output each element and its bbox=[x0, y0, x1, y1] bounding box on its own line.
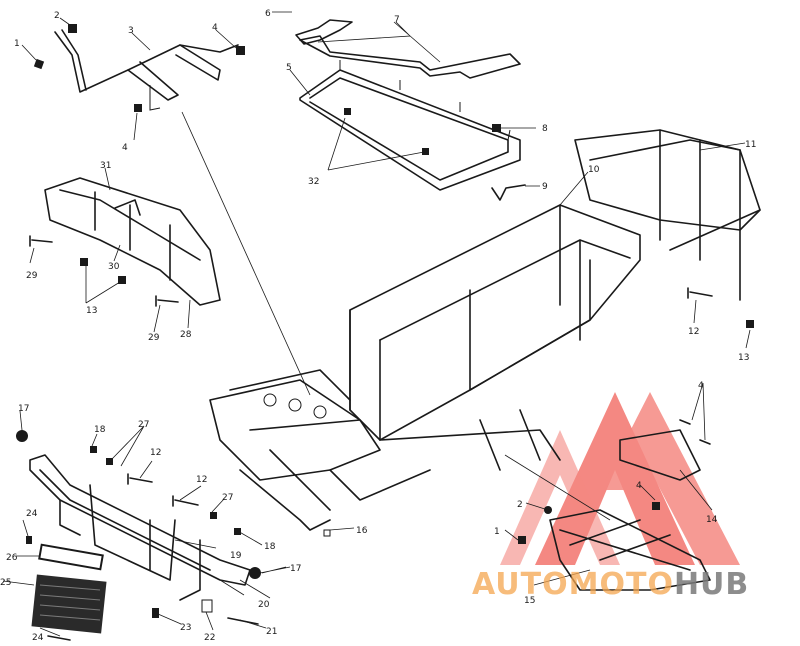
bolt-32-a bbox=[344, 108, 351, 115]
watermark-part1: AUTOMOTO bbox=[472, 567, 674, 602]
bolt-24-a bbox=[26, 536, 32, 544]
seat-support-7 bbox=[299, 35, 521, 79]
callout-3: 3 bbox=[128, 26, 134, 36]
washer-27-a bbox=[106, 458, 113, 465]
callout-4-top: 4 bbox=[212, 23, 218, 33]
bolt-29-b bbox=[155, 295, 179, 307]
callout-8: 8 bbox=[542, 124, 548, 134]
nut-18-a bbox=[90, 446, 97, 453]
callout-12-right: 12 bbox=[688, 327, 699, 337]
tag-22 bbox=[201, 599, 213, 613]
callout-14: 14 bbox=[706, 515, 718, 525]
callout-29-b: 29 bbox=[148, 333, 160, 343]
bolt-4-top bbox=[236, 46, 245, 55]
nut-13-b bbox=[118, 276, 126, 284]
watermark-logo-mark bbox=[500, 392, 740, 565]
rear-rack-bracket bbox=[54, 29, 239, 111]
bolt-32-b bbox=[422, 148, 429, 155]
callout-21: 21 bbox=[266, 627, 277, 637]
callout-4-right-top: 4 bbox=[698, 381, 704, 391]
bushing-16 bbox=[323, 529, 331, 537]
callout-12-a: 12 bbox=[150, 448, 161, 458]
callout-19: 19 bbox=[230, 551, 242, 561]
callout-24-top: 24 bbox=[26, 509, 38, 519]
callout-5: 5 bbox=[286, 63, 292, 73]
callout-20: 20 bbox=[258, 600, 270, 610]
callout-16: 16 bbox=[356, 526, 368, 536]
callout-17-lower: 17 bbox=[290, 564, 301, 574]
callout-12-b: 12 bbox=[196, 475, 207, 485]
nut-8 bbox=[492, 124, 501, 132]
nut-13-a bbox=[80, 258, 88, 266]
grille-panel-25 bbox=[31, 574, 107, 634]
callout-13-left: 13 bbox=[86, 306, 97, 316]
callout-11: 11 bbox=[745, 140, 756, 150]
bolt-23 bbox=[152, 608, 159, 618]
callout-27-a: 27 bbox=[138, 420, 149, 430]
washer-27-b bbox=[210, 512, 217, 519]
callout-6: 6 bbox=[265, 9, 271, 19]
callout-13-right: 13 bbox=[738, 353, 749, 363]
seat-tray-5 bbox=[299, 60, 521, 191]
callout-2: 2 bbox=[54, 11, 60, 21]
callout-4-right-mid: 4 bbox=[636, 481, 642, 491]
callout-10: 10 bbox=[588, 165, 600, 175]
callout-15: 15 bbox=[524, 596, 535, 606]
bolt-12-a bbox=[127, 473, 153, 485]
callout-32: 32 bbox=[308, 177, 319, 187]
callout-28: 28 bbox=[180, 330, 192, 340]
watermark-part2: HUB bbox=[674, 567, 749, 602]
bolt-4-right bbox=[652, 502, 660, 510]
callout-25: 25 bbox=[0, 578, 11, 588]
callout-29-a: 29 bbox=[26, 271, 38, 281]
nut-2 bbox=[68, 24, 77, 33]
nut-13-right bbox=[746, 320, 754, 328]
bolt-1 bbox=[33, 58, 45, 70]
callout-17-top: 17 bbox=[18, 404, 29, 414]
callout-1-right: 1 bbox=[494, 527, 500, 537]
cap-17-lower bbox=[249, 567, 261, 579]
grille-26 bbox=[38, 543, 104, 571]
callout-9: 9 bbox=[542, 182, 548, 192]
callout-22: 22 bbox=[204, 633, 215, 643]
alignment-line-tray bbox=[504, 454, 611, 521]
callout-26: 26 bbox=[6, 553, 18, 563]
bolt-4-pair bbox=[679, 419, 711, 445]
callout-2-right: 2 bbox=[517, 500, 523, 510]
front-bumper bbox=[29, 454, 251, 601]
callout-4-left: 4 bbox=[122, 143, 128, 153]
bolt-24-b bbox=[47, 635, 71, 641]
callout-18-b: 18 bbox=[264, 542, 276, 552]
nut-18-b bbox=[234, 528, 241, 535]
mount-bracket-14 bbox=[619, 429, 701, 481]
callout-24-bottom: 24 bbox=[32, 633, 44, 643]
footrest-15 bbox=[549, 509, 711, 591]
callout-7: 7 bbox=[394, 15, 400, 25]
watermark-text: AUTOMOTOHUB bbox=[472, 567, 749, 602]
clip-9 bbox=[491, 184, 526, 201]
alignment-line-frame bbox=[181, 111, 311, 396]
bolt-29-a bbox=[29, 235, 53, 247]
cap-17-top bbox=[16, 430, 28, 442]
callout-1: 1 bbox=[14, 39, 20, 49]
callout-30: 30 bbox=[108, 262, 120, 272]
callout-27-b: 27 bbox=[222, 493, 233, 503]
bolt-12-right bbox=[687, 287, 713, 299]
bolt-1-right bbox=[518, 536, 526, 544]
bolt-12-b bbox=[172, 495, 199, 507]
bolt-4-left bbox=[134, 104, 142, 112]
callout-18-a: 18 bbox=[94, 425, 106, 435]
callout-23: 23 bbox=[180, 623, 191, 633]
callout-31: 31 bbox=[100, 161, 111, 171]
front-bracket-assembly bbox=[44, 177, 221, 306]
